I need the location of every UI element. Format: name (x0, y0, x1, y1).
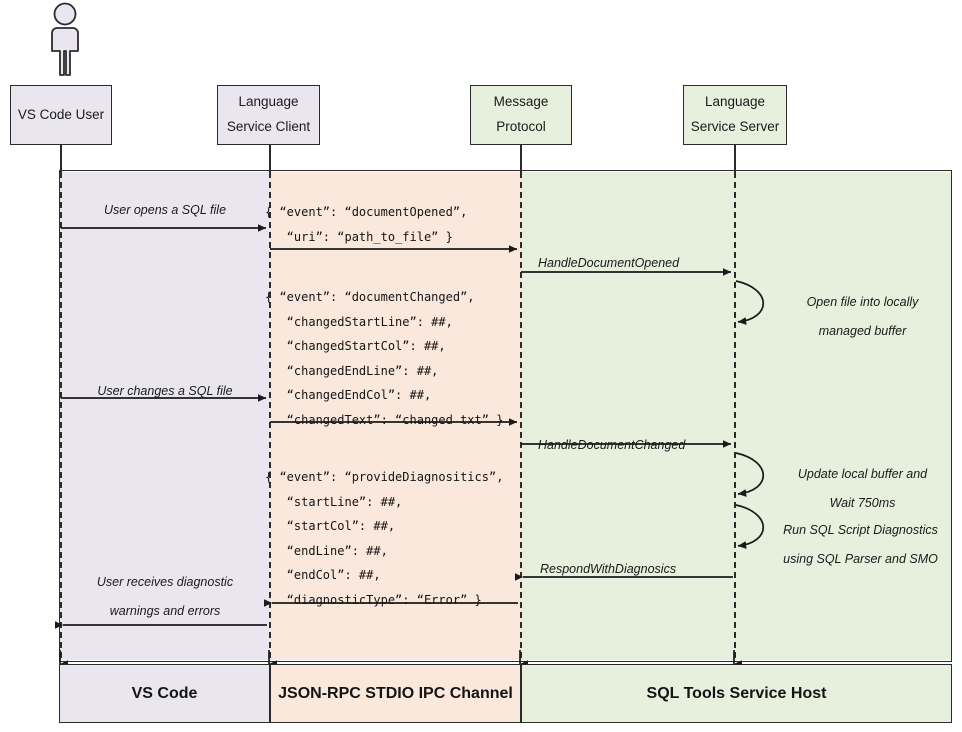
lifeline-vs-code-user (60, 172, 62, 658)
lifeline-message-protocol (520, 172, 522, 658)
participant-label-line1: VS Code User (17, 106, 105, 122)
band-ipc-channel (270, 172, 521, 660)
label-handle-document-opened: HandleDocumentOpened (538, 256, 680, 270)
lifeline-stub-server (734, 145, 736, 172)
participant-label-line1: Message (493, 94, 549, 110)
lifeline-stub-protocol (520, 145, 522, 172)
note-run-sql-diagnostics: Run SQL Script Diagnostics using SQL Par… (783, 523, 938, 566)
footer-service-host: SQL Tools Service Host (521, 664, 952, 723)
label-user-receives-diagnostics-line1: User receives diagnostic (96, 575, 234, 589)
lifeline-stub-vs-code-user (60, 145, 62, 172)
label-user-receives-diagnostics-line2: warnings and errors (109, 604, 221, 618)
payload-document-changed: { “event”: “documentChanged”, “changedSt… (265, 290, 504, 427)
label-handle-document-changed: HandleDocumentChanged (538, 438, 686, 452)
note-open-file-into-buffer: Open file into locally managed buffer (806, 295, 919, 338)
band-service-host (521, 172, 952, 660)
payload-document-opened: { “event”: “documentOpened”, “uri”: “pat… (265, 205, 468, 244)
participant-language-service-server: Language Service Server (683, 85, 787, 145)
lifeline-stub-client (269, 145, 271, 172)
band-vs-code (59, 172, 270, 660)
footer-ipc-channel: JSON-RPC STDIO IPC Channel (270, 664, 521, 723)
participant-message-protocol: Message Protocol (470, 85, 572, 145)
participant-label-line1: Language (704, 94, 766, 110)
payload-provide-diagnosics: { “event”: “provideDiagnositics”, “start… (265, 470, 504, 607)
user-actor-icon (35, 2, 95, 83)
participant-language-service-client: Language Service Client (217, 85, 320, 145)
participant-label-line2: Service Client (226, 119, 311, 134)
footer-label: SQL Tools Service Host (646, 684, 827, 702)
participant-label-line1: Language (238, 94, 299, 110)
participant-label-line2: Service Server (690, 119, 780, 134)
note-update-buffer-wait: Update local buffer and Wait 750ms (797, 467, 928, 510)
participant-vs-code-user: VS Code User (10, 85, 112, 145)
footer-label: JSON-RPC STDIO IPC Channel (278, 684, 513, 702)
participant-label-line2: Protocol (496, 119, 546, 134)
label-user-opens-sql-file: User opens a SQL file (103, 203, 227, 217)
footer-vs-code: VS Code (59, 664, 270, 723)
label-respond-with-diagnosics: RespondWithDiagnosics (540, 562, 677, 576)
label-user-changes-sql-file: User changes a SQL file (97, 384, 233, 398)
lifeline-language-service-client (269, 172, 271, 658)
footer-label: VS Code (131, 684, 198, 702)
lifeline-language-service-server (734, 172, 736, 658)
